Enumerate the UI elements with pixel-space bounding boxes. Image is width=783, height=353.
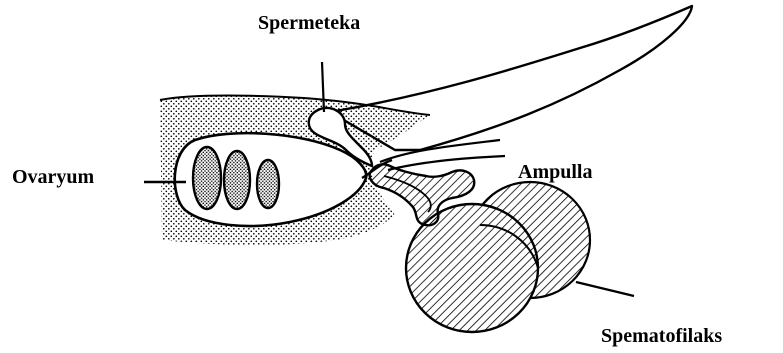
leader-spematofilaks	[576, 282, 634, 296]
ovariole-1	[193, 147, 221, 209]
label-ampulla: Ampulla	[518, 162, 592, 182]
label-spermeteka: Spermeteka	[258, 13, 360, 33]
label-ovaryum: Ovaryum	[12, 167, 94, 187]
label-spematofilaks: Spematofilaks	[601, 326, 722, 346]
ovariole-2	[224, 151, 250, 209]
ovariole-3	[257, 160, 279, 208]
